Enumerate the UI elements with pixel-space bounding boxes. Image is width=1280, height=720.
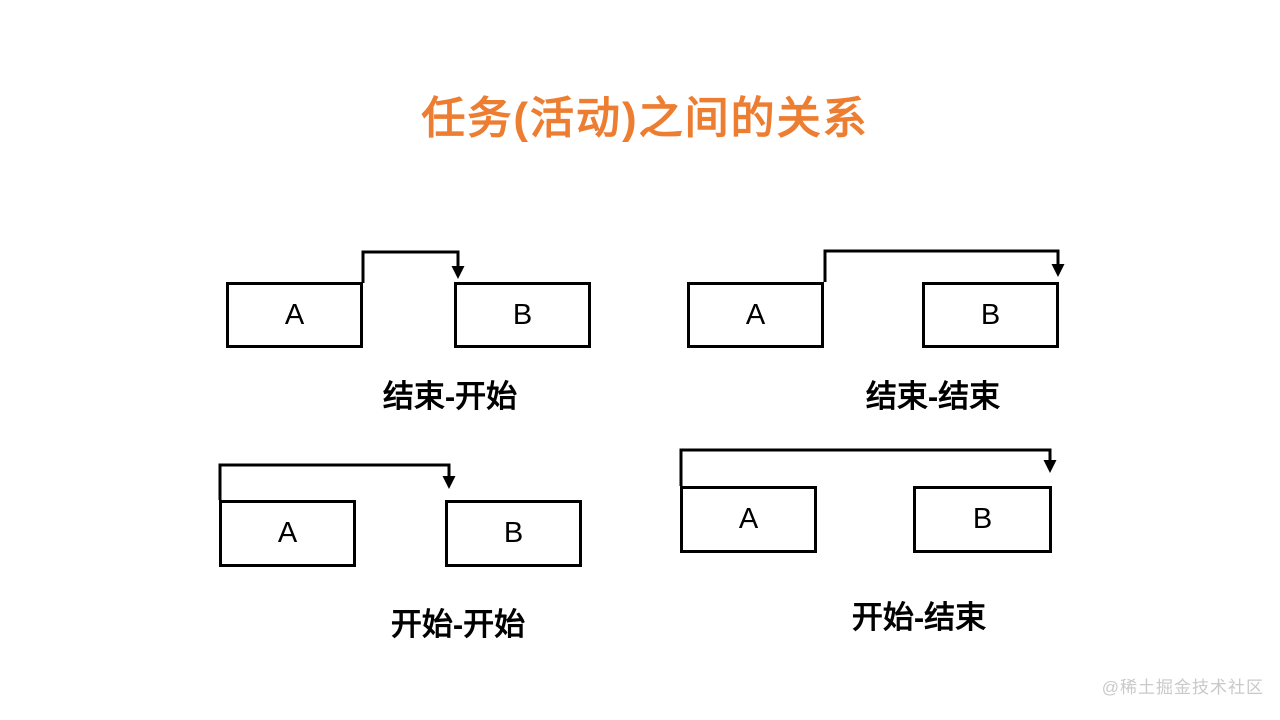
- task-box-a-finish-finish: A: [687, 282, 824, 348]
- relation-label-start-finish: 开始-结束: [851, 600, 987, 635]
- task-box-a-start-finish: A: [680, 486, 817, 553]
- task-box-a-start-start: A: [219, 500, 356, 567]
- start-start-connector-arrow-icon: [218, 463, 456, 500]
- relation-label-finish-start: 结束-开始: [382, 379, 518, 414]
- relation-label-start-start: 开始-开始: [390, 607, 526, 642]
- page-title: 任务(活动)之间的关系: [421, 94, 869, 143]
- task-box-b-finish-start: B: [454, 282, 591, 348]
- task-box-label: B: [503, 517, 524, 549]
- task-box-label: B: [980, 298, 1001, 331]
- task-box-label: A: [277, 517, 298, 549]
- task-box-label: B: [972, 503, 993, 535]
- start-finish-connector-arrow-icon: [679, 448, 1057, 486]
- task-box-label: A: [745, 298, 766, 331]
- task-box-label: B: [512, 298, 533, 331]
- task-box-b-start-start: B: [445, 500, 582, 567]
- finish-finish-connector-arrow-icon: [823, 249, 1065, 282]
- task-box-a-finish-start: A: [226, 282, 363, 348]
- task-box-label: A: [738, 503, 759, 535]
- task-box-b-finish-finish: B: [922, 282, 1059, 348]
- task-box-b-start-finish: B: [913, 486, 1052, 553]
- task-box-label: A: [284, 298, 305, 331]
- relation-label-finish-finish: 结束-结束: [865, 379, 1001, 414]
- watermark: @稀土掘金技术社区: [1101, 678, 1264, 697]
- finish-start-connector-arrow-icon: [361, 250, 465, 283]
